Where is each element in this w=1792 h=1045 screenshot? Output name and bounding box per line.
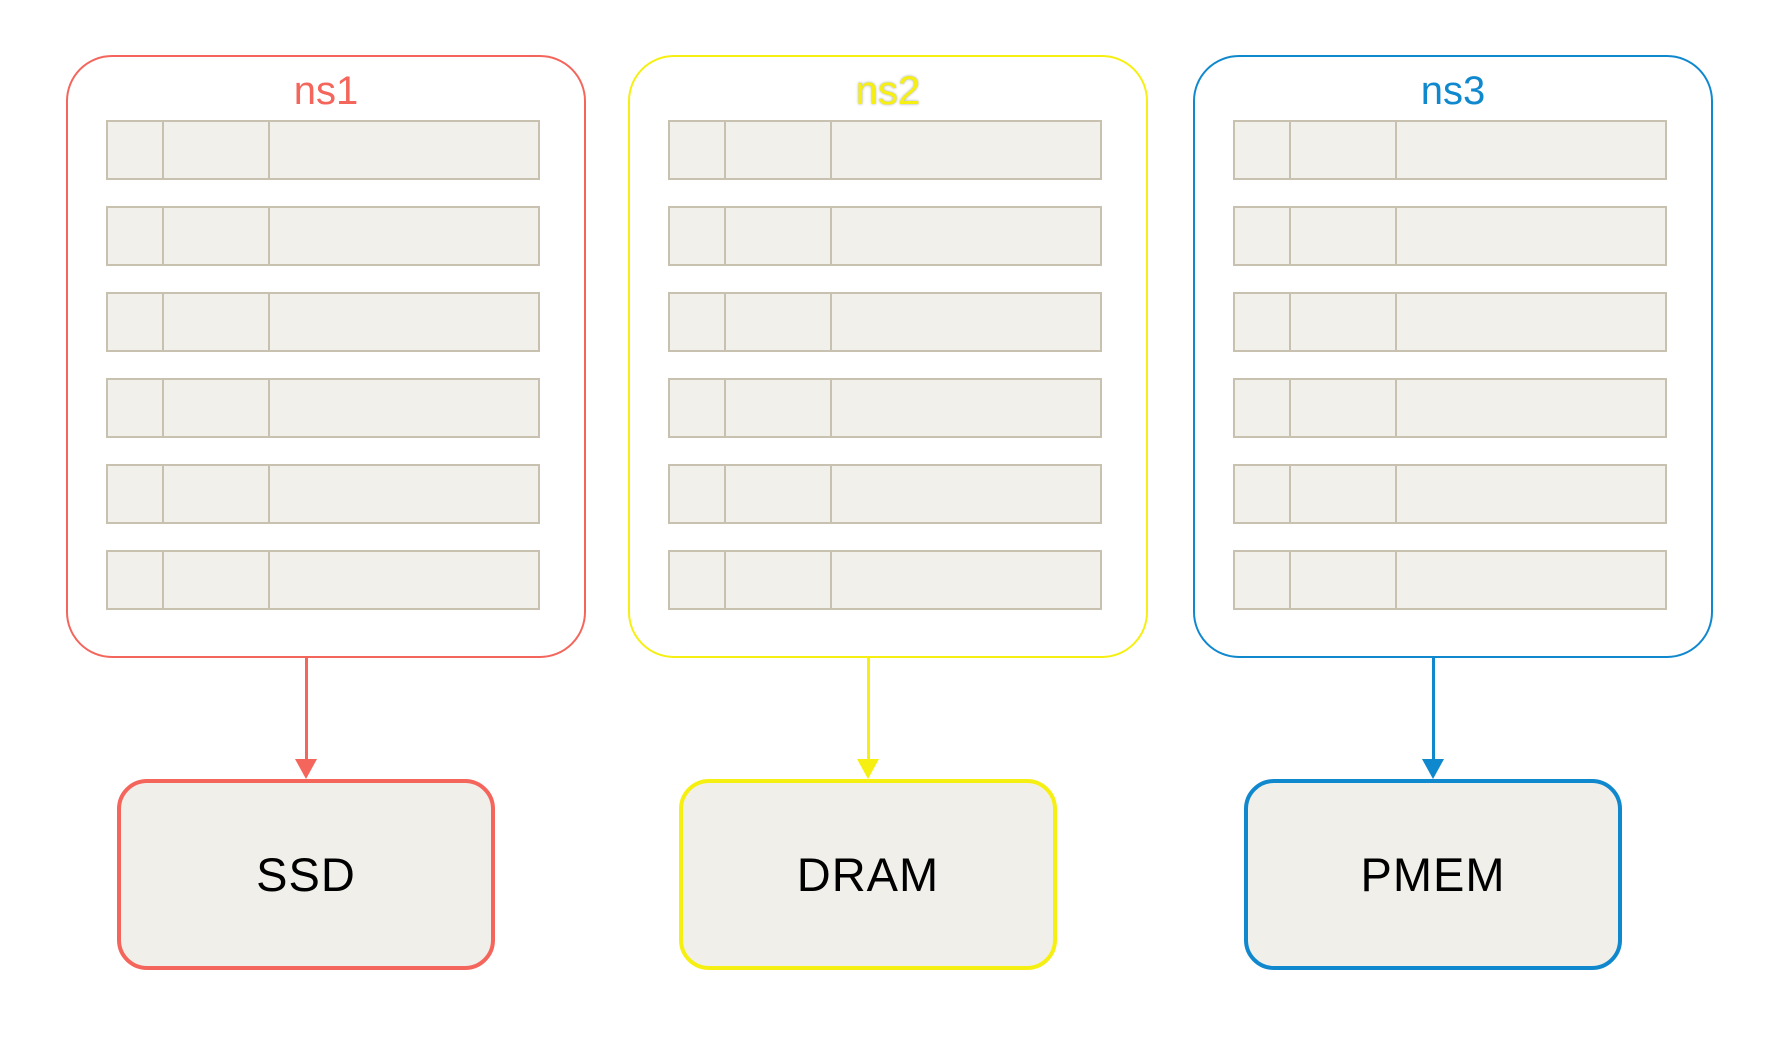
block-rows-ns3 — [1233, 120, 1671, 610]
block-cell — [1289, 464, 1398, 524]
block-row — [1233, 464, 1671, 524]
block-row — [1233, 206, 1671, 266]
arrow-ns1-to-ssd — [295, 658, 317, 779]
block-cell — [830, 550, 1102, 610]
block-cell — [162, 292, 271, 352]
block-cell — [724, 550, 833, 610]
block-cell — [106, 206, 165, 266]
arrow-head-icon — [857, 759, 879, 779]
block-cell — [830, 378, 1102, 438]
namespace-container-ns1: ns1 — [66, 55, 586, 658]
arrow-line — [304, 658, 308, 759]
block-cell — [1289, 378, 1398, 438]
block-cell — [268, 120, 540, 180]
block-cell — [668, 464, 727, 524]
block-cell — [1289, 206, 1398, 266]
block-cell — [1233, 378, 1292, 438]
block-row — [668, 464, 1106, 524]
block-cell — [106, 378, 165, 438]
block-row — [1233, 550, 1671, 610]
block-cell — [106, 464, 165, 524]
block-cell — [668, 292, 727, 352]
block-cell — [1395, 120, 1667, 180]
block-cell — [268, 206, 540, 266]
namespace-container-ns2: ns2 — [628, 55, 1148, 658]
block-cell — [724, 206, 833, 266]
column-ns1: ns1 SSD — [66, 0, 586, 1045]
block-cell — [106, 550, 165, 610]
block-cell — [1395, 378, 1667, 438]
storage-box-dram: DRAM — [679, 779, 1057, 970]
block-row — [668, 550, 1106, 610]
storage-box-label-dram: DRAM — [796, 848, 940, 901]
block-cell — [1395, 550, 1667, 610]
namespace-container-ns3: ns3 — [1193, 55, 1713, 658]
block-cell — [162, 378, 271, 438]
namespace-title-ns3: ns3 — [1420, 69, 1486, 113]
arrow-ns3-to-pmem — [1422, 658, 1444, 779]
block-cell — [668, 378, 727, 438]
arrow-head-icon — [295, 759, 317, 779]
storage-box-label-pmem: PMEM — [1360, 848, 1506, 901]
arrow-line — [1431, 658, 1435, 759]
block-cell — [162, 206, 271, 266]
storage-box-label-ssd: SSD — [256, 848, 356, 901]
namespace-title-ns1: ns1 — [293, 69, 359, 113]
block-cell — [1233, 120, 1292, 180]
block-rows-ns1 — [106, 120, 544, 610]
block-cell — [1289, 550, 1398, 610]
block-cell — [268, 378, 540, 438]
block-cell — [1233, 206, 1292, 266]
block-cell — [724, 378, 833, 438]
block-row — [106, 464, 544, 524]
block-cell — [106, 292, 165, 352]
block-cell — [668, 206, 727, 266]
block-row — [668, 378, 1106, 438]
block-cell — [1289, 120, 1398, 180]
column-ns2: ns2 DRAM — [628, 0, 1148, 1045]
block-cell — [268, 550, 540, 610]
block-row — [106, 378, 544, 438]
block-cell — [162, 464, 271, 524]
arrow-line — [866, 658, 870, 759]
block-row — [1233, 378, 1671, 438]
block-row — [106, 550, 544, 610]
block-row — [668, 120, 1106, 180]
storage-box-ssd: SSD — [117, 779, 495, 970]
block-cell — [668, 120, 727, 180]
block-row — [668, 206, 1106, 266]
block-cell — [1395, 292, 1667, 352]
arrow-head-icon — [1422, 759, 1444, 779]
block-row — [1233, 120, 1671, 180]
block-cell — [268, 292, 540, 352]
block-cell — [1395, 206, 1667, 266]
block-row — [106, 120, 544, 180]
block-cell — [830, 292, 1102, 352]
block-cell — [724, 464, 833, 524]
block-cell — [1289, 292, 1398, 352]
block-row — [106, 206, 544, 266]
block-cell — [268, 464, 540, 524]
storage-box-pmem: PMEM — [1244, 779, 1622, 970]
arrow-ns2-to-dram — [857, 658, 879, 779]
block-row — [1233, 292, 1671, 352]
block-row — [106, 292, 544, 352]
block-cell — [724, 120, 833, 180]
block-cell — [830, 206, 1102, 266]
column-ns3: ns3 PMEM — [1193, 0, 1713, 1045]
block-cell — [830, 120, 1102, 180]
block-cell — [106, 120, 165, 180]
block-cell — [1233, 464, 1292, 524]
block-cell — [830, 464, 1102, 524]
block-rows-ns2 — [668, 120, 1106, 610]
block-cell — [1233, 550, 1292, 610]
namespace-title-ns2: ns2 — [855, 69, 921, 113]
block-row — [668, 292, 1106, 352]
block-cell — [1395, 464, 1667, 524]
block-cell — [1233, 292, 1292, 352]
block-cell — [668, 550, 727, 610]
block-cell — [162, 120, 271, 180]
block-cell — [724, 292, 833, 352]
block-cell — [162, 550, 271, 610]
